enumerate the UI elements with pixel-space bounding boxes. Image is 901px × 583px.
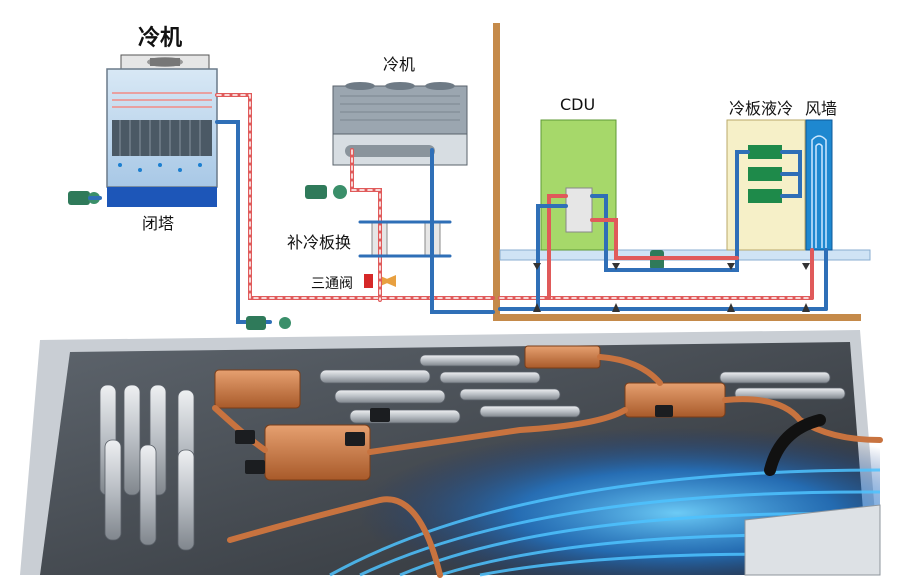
closed-tower-chiller-title: 冷机 — [138, 26, 183, 51]
server-board-render — [20, 330, 883, 578]
closed-tower — [106, 54, 218, 207]
supp-exchanger-label: 补冷板换 — [287, 233, 352, 252]
floor-supports — [533, 263, 810, 312]
air-wall-label: 风墙 — [805, 99, 838, 118]
cdu-unit — [540, 119, 617, 251]
chiller-label: 冷机 — [383, 55, 416, 74]
cold-plate — [214, 345, 726, 481]
pump-icon — [246, 316, 291, 330]
cdu-label: CDU — [560, 95, 596, 114]
closed-tower-label: 闭塔 — [142, 214, 175, 233]
fan-icon — [147, 57, 183, 67]
three-way-valve-label: 三通阀 — [311, 276, 353, 292]
air-wall — [805, 119, 833, 251]
pump-icon — [305, 185, 347, 199]
cold-plate-label: 冷板液冷 — [729, 99, 794, 118]
piping — [88, 93, 828, 324]
chiller-unit — [332, 82, 468, 166]
plate-exchanger-icon — [371, 221, 441, 257]
cold-plate-cabinet — [726, 119, 806, 251]
